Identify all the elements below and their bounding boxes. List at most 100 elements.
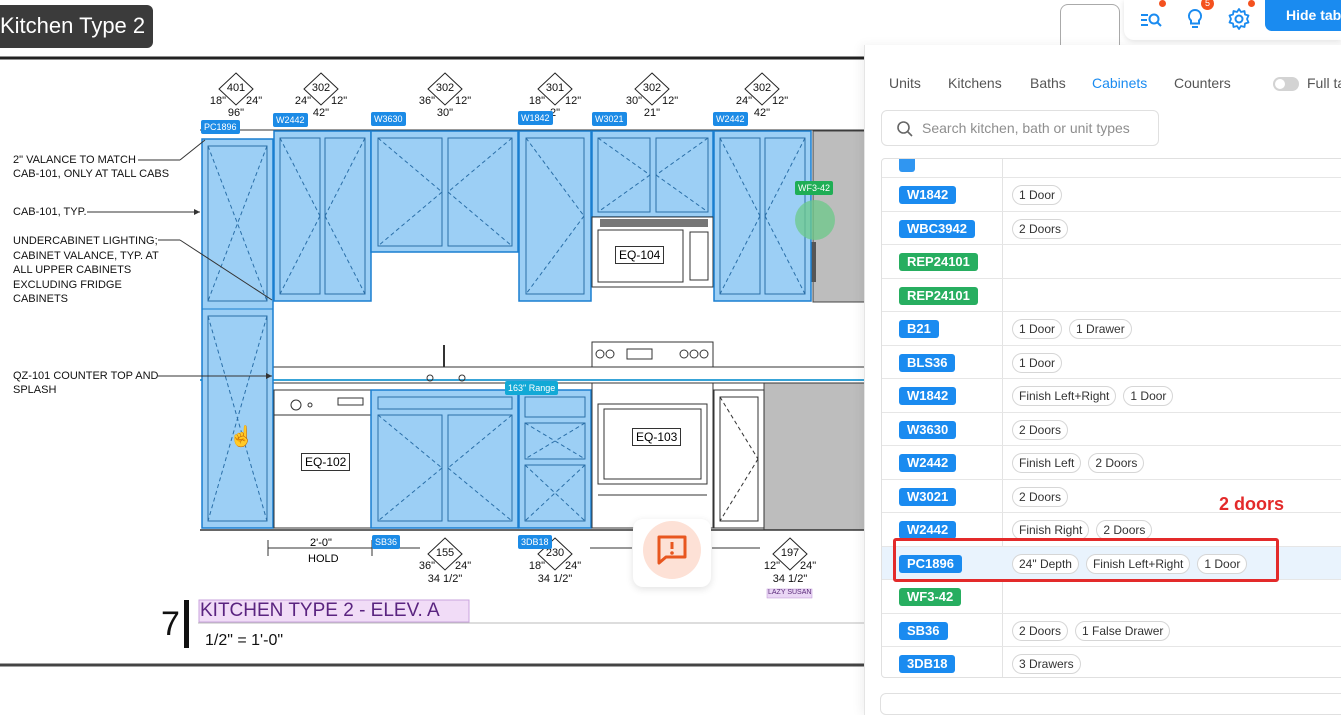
note-line: SPLASH bbox=[13, 384, 57, 396]
table-row[interactable]: W3021 2 Doors bbox=[882, 478, 1341, 513]
tag-w2442-left[interactable]: W2442 bbox=[273, 113, 308, 127]
table-row[interactable]: WF3-42 bbox=[882, 579, 1341, 613]
tag-pc1896[interactable]: PC1896 bbox=[201, 120, 240, 134]
attribute-chip: 1 Door bbox=[1123, 386, 1174, 406]
gear-icon[interactable] bbox=[1226, 6, 1252, 32]
tag-w2442-right[interactable]: W2442 bbox=[713, 112, 748, 126]
tag-range[interactable]: 163" Range bbox=[505, 381, 559, 395]
cabinet-code[interactable]: W1842 bbox=[899, 387, 957, 405]
attribute-chip: Finish Left+Right bbox=[1085, 553, 1191, 574]
marker-left: 36" bbox=[418, 560, 435, 572]
full-table-label: Full ta bbox=[1307, 75, 1341, 91]
attribute-chip: 3 Drawers bbox=[1012, 654, 1081, 674]
notification-dot bbox=[1248, 0, 1255, 7]
attribute-chip: Finish Right bbox=[1012, 520, 1090, 540]
search-list-icon[interactable] bbox=[1138, 6, 1164, 32]
marker-width: 21" bbox=[643, 107, 661, 119]
attribute-chip: 1 False Drawer bbox=[1075, 620, 1171, 641]
cabinet-code[interactable]: BLS36 bbox=[899, 353, 956, 372]
top-markers bbox=[218, 72, 780, 106]
tag-wf3-42[interactable]: WF3-42 bbox=[795, 181, 834, 195]
search-input[interactable] bbox=[922, 119, 1152, 137]
cabinet-code[interactable]: WBC3942 bbox=[899, 219, 975, 238]
cabinet-code[interactable]: SB36 bbox=[899, 621, 948, 640]
cabinet-code[interactable]: B21 bbox=[899, 320, 939, 338]
attribute-chip: 2 Doors bbox=[1012, 486, 1069, 507]
attribute-chip: 1 Drawer bbox=[1069, 319, 1132, 339]
hide-tab-button[interactable]: Hide tab bbox=[1265, 0, 1341, 31]
cabinet-code[interactable]: REP24101 bbox=[899, 286, 978, 305]
table-row[interactable]: W3630 2 Doors bbox=[882, 411, 1341, 446]
marker-left: 30" bbox=[625, 95, 642, 107]
attribute-chips: 1 Door bbox=[1012, 185, 1069, 205]
table-row[interactable]: REP24101 bbox=[882, 277, 1341, 312]
cabinet-code[interactable]: 3DB18 bbox=[899, 655, 956, 673]
attribute-chip: Finish Left bbox=[1012, 453, 1082, 473]
marker-number: 302 bbox=[752, 82, 772, 94]
marker-number: 301 bbox=[545, 82, 565, 94]
marker-width: 30" bbox=[436, 107, 454, 119]
marker-right: 12" bbox=[455, 95, 472, 107]
cabinet-code[interactable]: PC1896 bbox=[899, 554, 962, 573]
attribute-chip: 1 Door bbox=[1012, 185, 1063, 205]
tab-cabinets[interactable]: Cabinets bbox=[1092, 75, 1148, 91]
attribute-chips: 3 Drawers bbox=[1012, 654, 1088, 674]
marker-left: 18" bbox=[528, 560, 545, 572]
table-row[interactable]: 3DB18 3 Drawers bbox=[882, 646, 1341, 677]
tab-units[interactable]: Units bbox=[889, 75, 921, 91]
cabinet-code[interactable]: WF3-42 bbox=[899, 588, 962, 606]
sheet-number: 7 bbox=[161, 605, 180, 643]
notification-dot bbox=[1159, 0, 1166, 7]
full-table-toggle[interactable] bbox=[1273, 77, 1299, 91]
lightbulb-icon[interactable] bbox=[1182, 6, 1208, 32]
table-row[interactable]: W1842 1 Door bbox=[882, 177, 1341, 211]
attribute-chip: Finish Left+Right bbox=[1012, 386, 1117, 406]
marker-width: 96" bbox=[227, 107, 245, 119]
cabinet-code[interactable]: W2442 bbox=[899, 454, 957, 472]
elevation-drawing[interactable]: Kitchen Type 2 2" VALANCE TO MATCH CAB-1… bbox=[0, 0, 866, 703]
feedback-button[interactable] bbox=[633, 519, 711, 587]
marker-width: 34 1/2" bbox=[427, 573, 463, 585]
tab-counters[interactable]: Counters bbox=[1174, 75, 1231, 91]
tab-kitchens[interactable]: Kitchens bbox=[948, 75, 1002, 91]
tag-sb36[interactable]: SB36 bbox=[372, 535, 401, 549]
cabinet-code[interactable]: REP24101 bbox=[899, 253, 978, 271]
search-box[interactable] bbox=[881, 110, 1159, 146]
note-line: ALL UPPER CABINETS bbox=[13, 264, 132, 276]
column-divider bbox=[1002, 159, 1003, 677]
tab-baths[interactable]: Baths bbox=[1030, 75, 1066, 91]
search-icon bbox=[897, 121, 913, 137]
cabinet-code bbox=[899, 159, 915, 172]
equipment-label: EQ-102 bbox=[301, 453, 351, 471]
cabinet-code[interactable]: W3021 bbox=[899, 487, 957, 506]
tag-w3630[interactable]: W3630 bbox=[371, 112, 406, 126]
equipment-label: EQ-103 bbox=[632, 428, 682, 446]
panel-footer bbox=[880, 693, 1341, 715]
cabinet-code[interactable]: W1842 bbox=[899, 186, 957, 204]
tag-w1842[interactable]: W1842 bbox=[518, 111, 553, 125]
marker-left: 18" bbox=[528, 95, 545, 107]
drawing-fragment bbox=[1060, 4, 1120, 49]
toggle-knob bbox=[1275, 79, 1285, 89]
table-row[interactable]: REP24101 bbox=[882, 244, 1341, 278]
note-line: EXCLUDING FRIDGE bbox=[13, 278, 122, 291]
table-row[interactable]: W1842 Finish Left+Right 1 Door bbox=[882, 378, 1341, 412]
lightbulb-badge: 5 bbox=[1201, 0, 1214, 10]
tag-3db18[interactable]: 3DB18 bbox=[518, 535, 552, 549]
cabinet-code[interactable]: W3630 bbox=[899, 420, 957, 439]
marker-number: 302 bbox=[642, 82, 662, 94]
attribute-chip: 2 Doors bbox=[1012, 419, 1069, 440]
marker-right: 12" bbox=[565, 95, 582, 107]
tag-w3021[interactable]: W3021 bbox=[592, 112, 627, 126]
note-line: UNDERCABINET LIGHTING; bbox=[13, 235, 158, 247]
drawing-scale: 1/2" = 1'-0" bbox=[205, 632, 284, 649]
attribute-chips: 2 Doors bbox=[1012, 486, 1075, 507]
cabinet-code[interactable]: W2442 bbox=[899, 521, 957, 539]
